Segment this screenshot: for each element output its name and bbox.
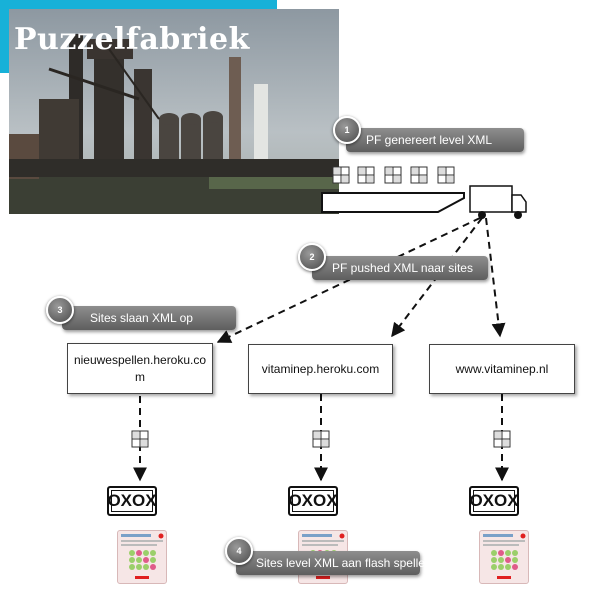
game-label: OXOX bbox=[288, 486, 338, 516]
site-label: vitaminep.heroku.com bbox=[261, 361, 380, 376]
game-label: OXOX bbox=[107, 486, 157, 516]
callout-step-1: PF genereert level XML bbox=[346, 128, 524, 152]
callout-step-2: PF pushed XML naar sites bbox=[312, 256, 488, 280]
xml-file-icon bbox=[357, 166, 375, 184]
step-badge-4: 4 bbox=[225, 537, 253, 565]
callout-label: PF pushed XML naar sites bbox=[332, 261, 473, 275]
factory-photo bbox=[9, 9, 339, 214]
game-label: OXOX bbox=[469, 486, 519, 516]
xml-file-icon bbox=[312, 430, 330, 448]
xml-file-icon bbox=[437, 166, 455, 184]
callout-label: PF genereert level XML bbox=[366, 133, 493, 147]
step-badge-2: 2 bbox=[298, 243, 326, 271]
callout-step-4: Sites level XML aan flash spellen bbox=[236, 551, 432, 575]
callout-label: Sites slaan XML op bbox=[90, 311, 193, 325]
site-box-vitaminep-nl: www.vitaminep.nl bbox=[429, 344, 575, 394]
xml-file-icon bbox=[410, 166, 428, 184]
xml-file-icon bbox=[131, 430, 149, 448]
xml-file-icon bbox=[332, 166, 350, 184]
xml-file-icon bbox=[493, 430, 511, 448]
xml-file-icon bbox=[384, 166, 402, 184]
game-thumbnail bbox=[479, 530, 529, 584]
game-thumbnail bbox=[117, 530, 167, 584]
callout-step-3: Sites slaan XML op bbox=[62, 306, 236, 330]
brand-title: Puzzelfabriek bbox=[14, 22, 250, 57]
site-label: nieuwespellen.heroku.co bbox=[73, 352, 207, 367]
truck-icon bbox=[469, 185, 527, 219]
site-label: www.vitaminep.nl bbox=[455, 361, 549, 376]
site-box-nieuwespellen: nieuwespellen.heroku.co m bbox=[67, 343, 213, 394]
brand-subtitle: distributie bbox=[517, 54, 612, 73]
callout-label: Sites level XML aan flash spellen bbox=[256, 556, 432, 570]
step-badge-1: 1 bbox=[333, 116, 361, 144]
step-badge-3: 3 bbox=[46, 296, 74, 324]
site-label-wrap: m bbox=[135, 369, 145, 384]
barge-shape bbox=[321, 192, 465, 213]
site-box-vitaminep-heroku: vitaminep.heroku.com bbox=[248, 344, 393, 394]
